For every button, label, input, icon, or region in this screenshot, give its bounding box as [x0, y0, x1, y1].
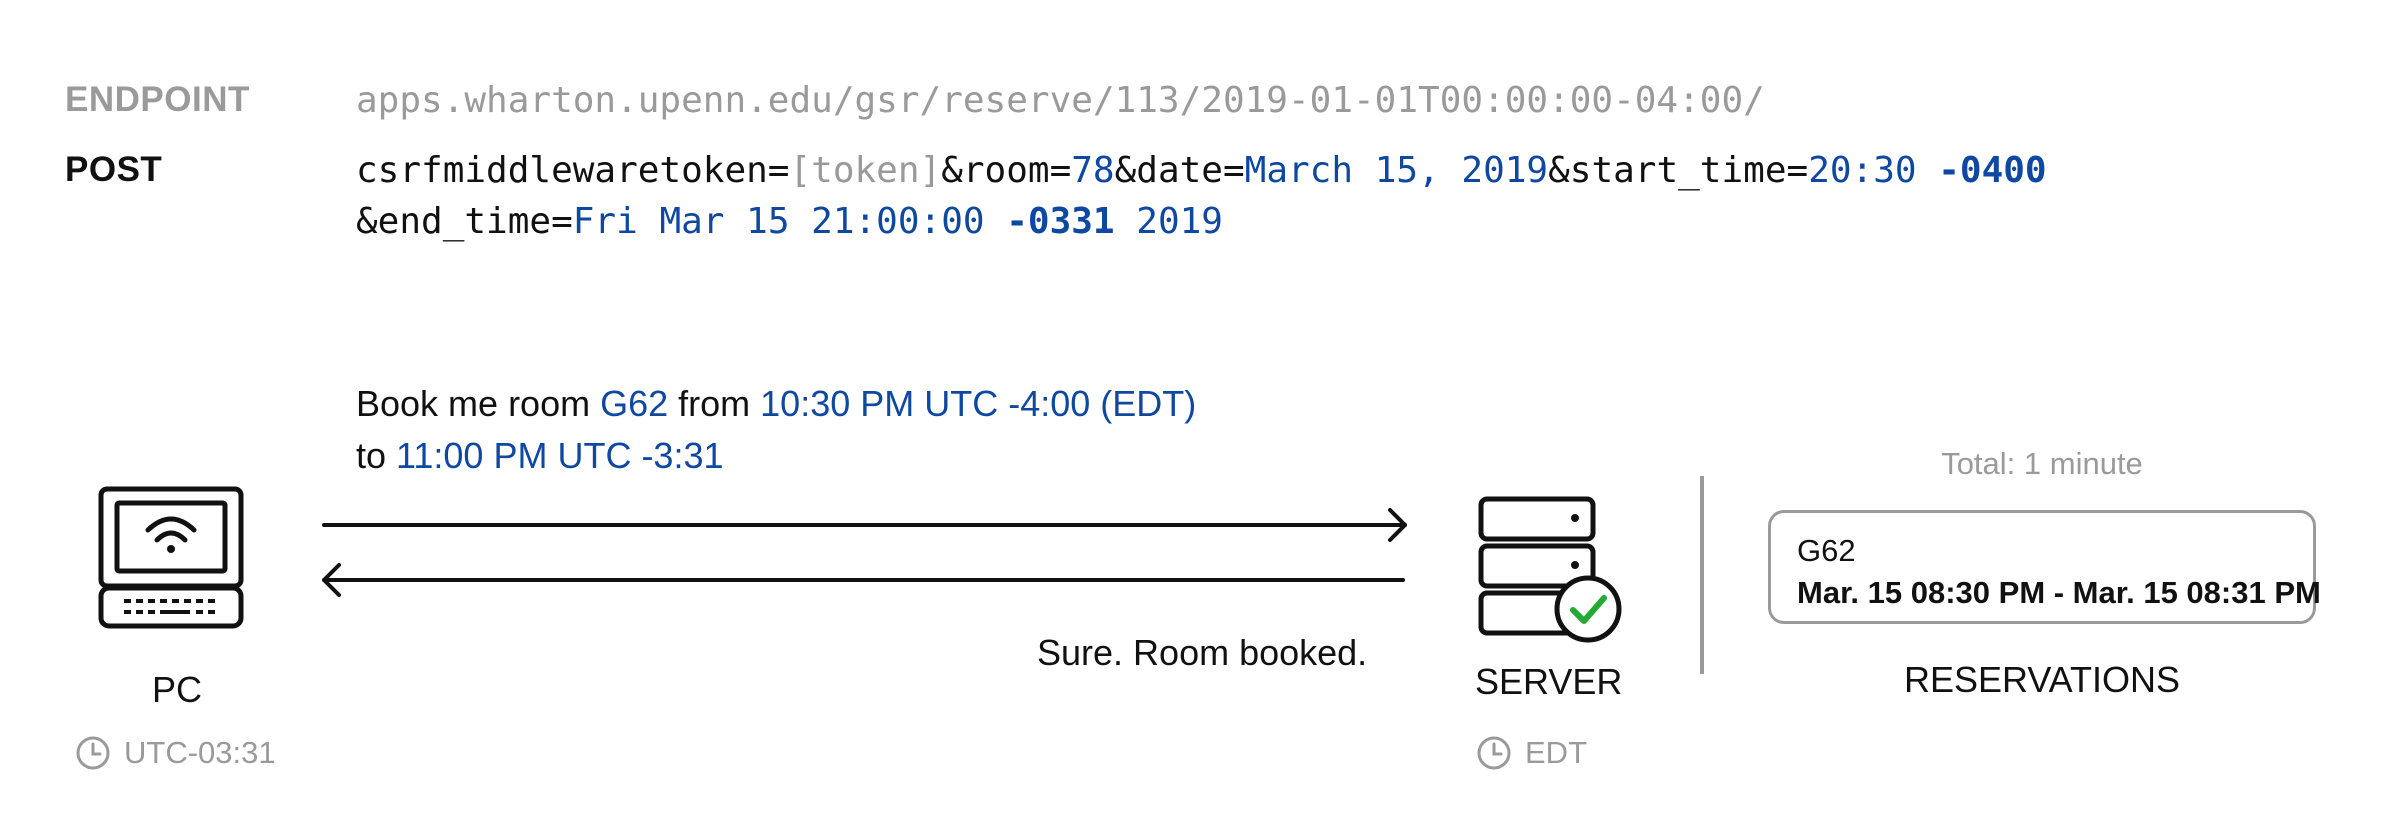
response-arrow-head	[322, 563, 341, 597]
param-end-time: &end_time=	[356, 201, 573, 242]
param-room-value: 78	[1071, 150, 1115, 191]
param-start-offset: -0400	[1938, 150, 2047, 191]
param-end-offset: -0331	[1006, 201, 1115, 242]
server-label: SERVER	[1475, 661, 1623, 702]
divider	[1700, 476, 1704, 674]
post-body-line-1: csrfmiddlewaretoken=[token]&room=78&date…	[356, 150, 2047, 191]
param-end-time-value: Fri Mar 15 21:00:00	[572, 201, 1007, 242]
param-room: &room=	[941, 150, 1072, 191]
request-start-time: 10:30 PM UTC -4:00 (EDT)	[760, 383, 1197, 424]
laptop-wifi-icon	[98, 486, 244, 629]
pc-timezone: UTC-03:31	[124, 735, 276, 770]
param-token-value: [token]	[789, 150, 942, 191]
reservation-room: G62	[1797, 533, 1856, 568]
post-label: POST	[65, 150, 163, 189]
request-end-time: 11:00 PM UTC -3:31	[396, 435, 724, 476]
param-csrf: csrfmiddlewaretoken=	[356, 150, 790, 191]
server-timezone: EDT	[1525, 735, 1587, 770]
request-line-1: Book me room G62 from 10:30 PM UTC -4:00…	[356, 378, 1196, 430]
post-body-line-2: &end_time=Fri Mar 15 21:00:00 -0331 2019	[356, 201, 1223, 242]
param-date-value: March 15, 2019	[1244, 150, 1549, 191]
pc-label: PC	[152, 669, 203, 710]
request-line-2: to 11:00 PM UTC -3:31	[356, 430, 1196, 482]
clock-icon	[1477, 736, 1511, 770]
request-message: Book me room G62 from 10:30 PM UTC -4:00…	[356, 378, 1196, 482]
reservations-label: RESERVATIONS	[1903, 659, 2181, 700]
param-start-time-value: 20:30	[1808, 150, 1939, 191]
request-room: G62	[600, 383, 669, 424]
param-date: &date=	[1114, 150, 1245, 191]
request-arrow-head	[1388, 508, 1407, 542]
reservation-card[interactable]: G62 Mar. 15 08:30 PM - Mar. 15 08:31 PM	[1768, 510, 2321, 624]
clock-icon	[76, 736, 110, 770]
response-message: Sure. Room booked.	[1037, 632, 1368, 673]
request-text-to: to	[356, 435, 397, 476]
server-check-icon	[1478, 496, 1622, 643]
param-start-time: &start_time=	[1548, 150, 1809, 191]
endpoint-label: ENDPOINT	[65, 80, 250, 119]
endpoint-url: apps.wharton.upenn.edu/gsr/reserve/113/2…	[356, 80, 1765, 121]
request-text: Book me room	[356, 383, 601, 424]
total-duration: Total: 1 minute	[1941, 446, 2143, 481]
request-text-from: from	[668, 383, 761, 424]
param-end-year: 2019	[1114, 201, 1223, 242]
reservation-time-span: Mar. 15 08:30 PM - Mar. 15 08:31 PM	[1797, 575, 2321, 610]
